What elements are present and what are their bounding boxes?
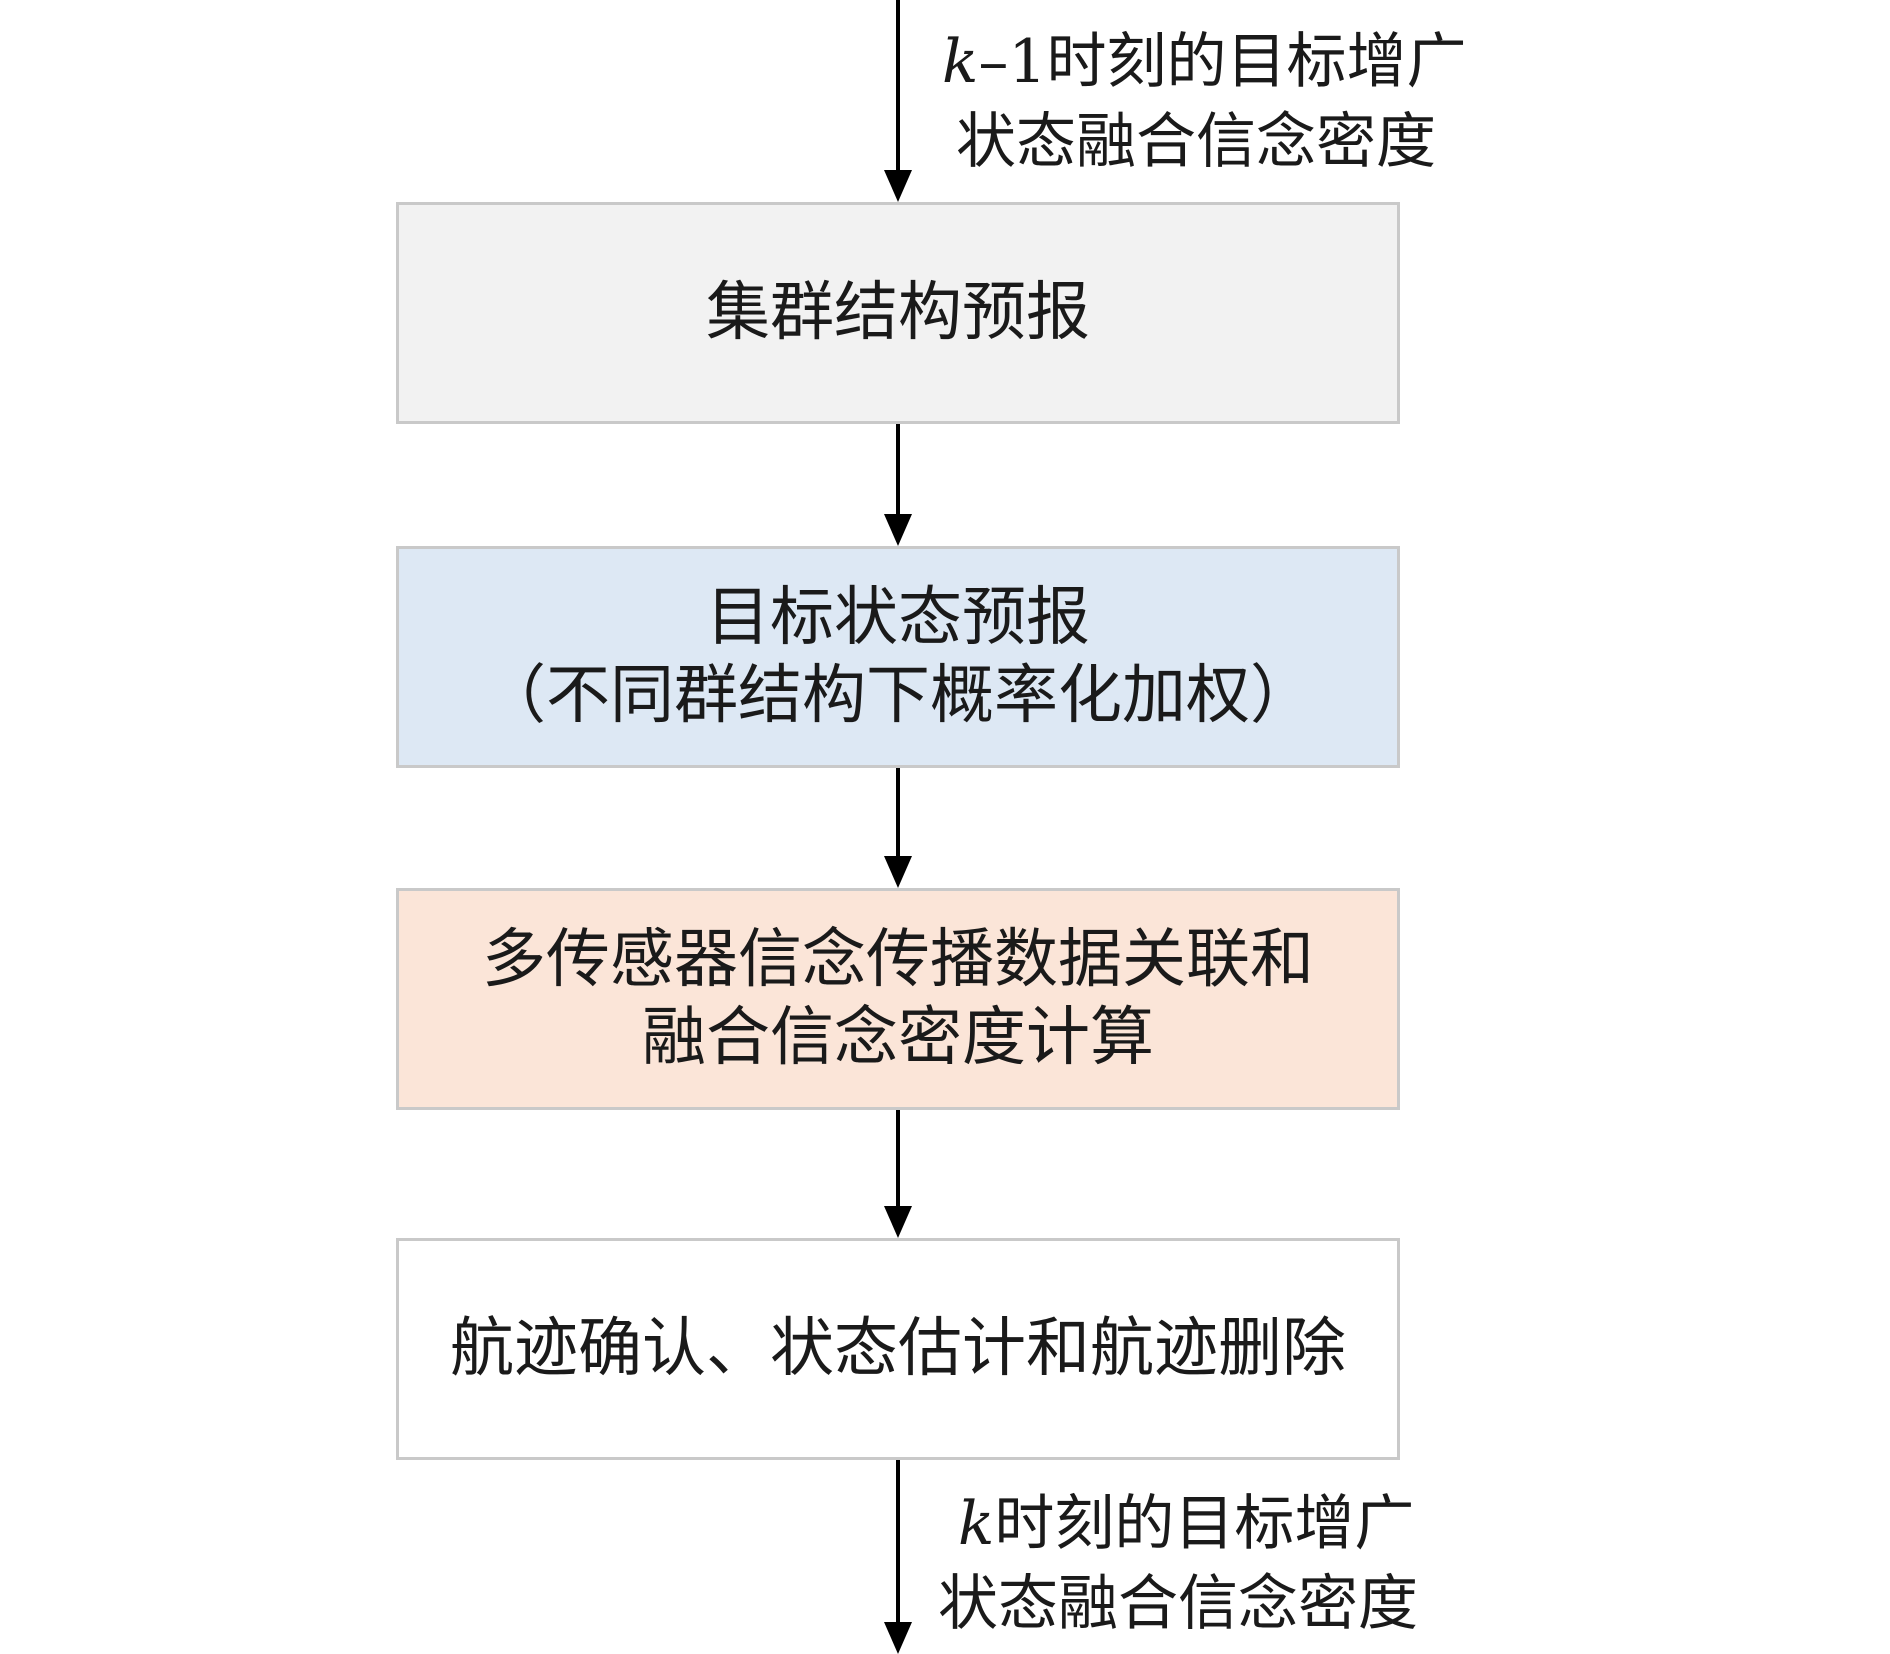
input-note-var: k [942,27,979,97]
box-label-line: 融合信念密度计算 [642,1001,1154,1075]
arrow-output [884,1460,912,1654]
box-label-line: 航迹确认、状态估计和航迹删除 [450,1312,1346,1386]
input-note-line1: k–1时刻的目标增广 [942,22,1467,102]
output-note-var: k [958,1489,995,1559]
arrow-2-to-3 [884,768,912,888]
box-cluster-structure-prediction: 集群结构预报 [396,202,1400,424]
box-track-management: 航迹确认、状态估计和航迹删除 [396,1238,1400,1460]
output-note-line1: k时刻的目标增广 [958,1484,1418,1564]
input-note: k–1时刻的目标增广 状态融合信念密度 [942,22,1467,182]
output-note-line2: 状态融合信念密度 [938,1569,1418,1639]
box-target-state-prediction: 目标状态预报 （不同群结构下概率化加权） [396,546,1400,768]
input-note-line1-text: –1时刻的目标增广 [978,27,1467,97]
arrow-3-to-4 [884,1110,912,1238]
output-note-line1-text: 时刻的目标增广 [994,1489,1415,1559]
box-label-line: （不同群结构下概率化加权） [482,659,1314,733]
box-label-line: 目标状态预报 [706,581,1090,655]
arrow-input [884,0,912,202]
box-label-line: 多传感器信念传播数据关联和 [482,923,1314,997]
box-label-line: 集群结构预报 [706,276,1090,350]
box-data-association-fusion: 多传感器信念传播数据关联和 融合信念密度计算 [396,888,1400,1110]
arrow-1-to-2 [884,424,912,546]
output-note: k时刻的目标增广 状态融合信念密度 [938,1484,1418,1644]
input-note-line2: 状态融合信念密度 [956,107,1436,177]
